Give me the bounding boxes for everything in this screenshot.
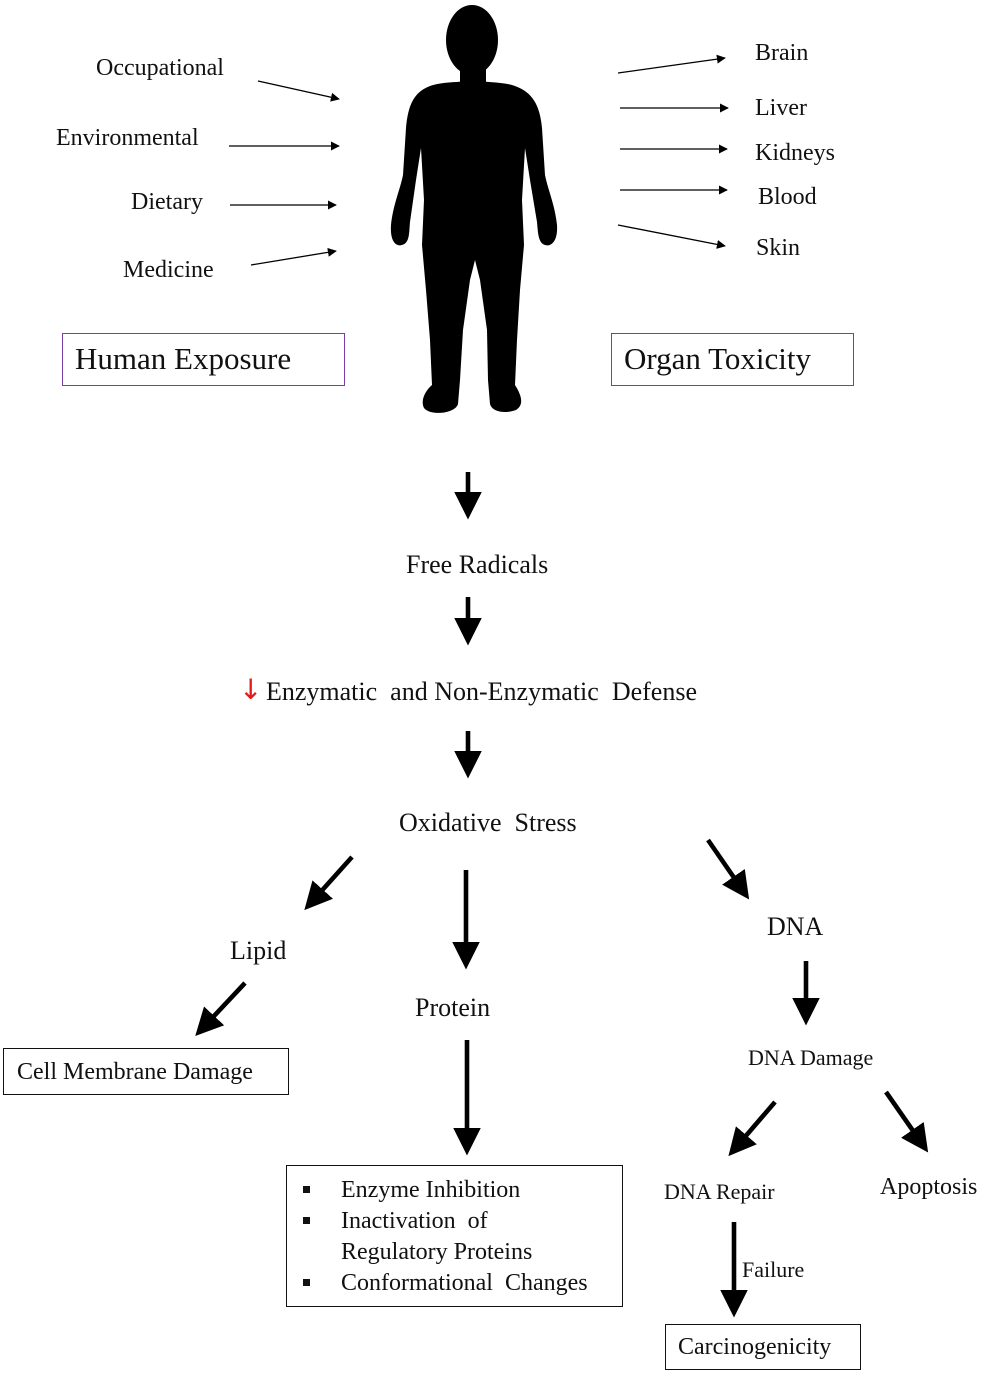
organ-skin: Skin — [756, 235, 801, 261]
source-occupational: Occupational — [96, 55, 224, 81]
arrow-damage-to-apoptosis — [884, 1090, 929, 1153]
decrease-arrow-icon: ↓ — [239, 673, 263, 706]
organ-liver: Liver — [755, 95, 807, 121]
bullet-icon — [303, 1186, 310, 1193]
organ-kidneys: Kidneys — [755, 140, 835, 166]
list-item: Conformational Changes — [287, 1268, 622, 1299]
lipid-label: Lipid — [230, 936, 287, 965]
organ-blood: Blood — [758, 184, 817, 210]
arrow-lipid-to-membrane — [195, 981, 247, 1037]
carcinogenicity-label: Carcinogenicity — [678, 1334, 832, 1360]
oxidative-stress-label: Oxidative Stress — [399, 808, 577, 837]
list-item: Enzyme Inhibition — [287, 1175, 622, 1206]
arrow-skin — [617, 224, 726, 249]
dna-label: DNA — [767, 912, 824, 941]
arrow-occupational — [257, 80, 340, 102]
cell-membrane-damage-label: Cell Membrane Damage — [17, 1059, 253, 1085]
human-silhouette-icon — [390, 5, 558, 413]
bullet-icon — [303, 1217, 310, 1224]
cell-membrane-damage-box: Cell Membrane Damage — [3, 1048, 289, 1095]
source-environmental: Environmental — [56, 125, 199, 151]
arrow-damage-to-repair — [728, 1100, 777, 1157]
bullet-icon — [303, 1279, 310, 1286]
human-exposure-box: Human Exposure — [62, 333, 345, 386]
list-item-continuation: Regulatory Proteins — [341, 1239, 533, 1265]
dna-damage-label: DNA Damage — [748, 1045, 874, 1070]
arrow-stress-to-lipid — [304, 855, 354, 911]
carcinogenicity-box: Carcinogenicity — [665, 1324, 861, 1370]
list-item: Inactivation of — [287, 1206, 622, 1237]
apoptosis-label: Apoptosis — [880, 1174, 978, 1200]
dna-repair-label: DNA Repair — [664, 1179, 775, 1204]
protein-outcomes-list: Enzyme Inhibition Inactivation of Regula… — [287, 1175, 622, 1299]
failure-label: Failure — [742, 1257, 805, 1282]
source-medicine: Medicine — [123, 257, 214, 283]
protein-label: Protein — [415, 993, 491, 1022]
free-radicals-label: Free Radicals — [406, 550, 549, 579]
arrow-medicine — [250, 247, 337, 266]
organ-brain: Brain — [755, 40, 809, 66]
human-exposure-label: Human Exposure — [75, 341, 292, 376]
arrow-stress-to-dna — [706, 838, 750, 900]
defense-label: Enzymatic and Non-Enzymatic Defense — [266, 677, 697, 706]
arrow-brain — [617, 54, 726, 74]
organ-toxicity-label: Organ Toxicity — [624, 341, 811, 376]
protein-outcomes-box: Enzyme Inhibition Inactivation of Regula… — [286, 1165, 623, 1307]
source-dietary: Dietary — [131, 189, 203, 215]
organ-toxicity-box: Organ Toxicity — [611, 333, 854, 386]
